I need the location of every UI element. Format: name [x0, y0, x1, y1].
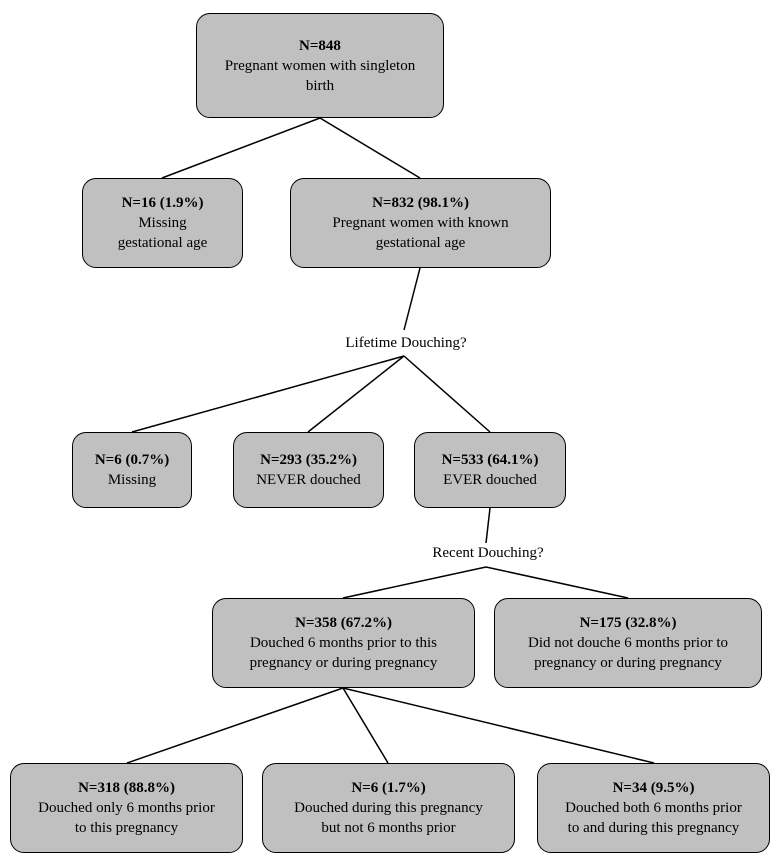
lifetime-missing-label: Missing: [107, 472, 157, 488]
recent-no-line-1: Did not douche 6 months prior to: [528, 635, 728, 651]
ever-douched-label: EVER douched: [443, 472, 537, 488]
ever-douched-count: N=533 (64.1%): [441, 452, 539, 468]
missing-ga-box: N=16 (1.9%) Missing gestational age: [82, 178, 243, 268]
known-ga-count: N=832 (98.1%): [372, 195, 469, 211]
douched-during-only-count: N=6 (1.7%): [351, 780, 426, 796]
edge-yes-during: [342, 687, 389, 764]
douched-during-only-line-2: but not 6 months prior: [321, 820, 456, 836]
douched-prior-only-box: N=318 (88.8%) Douched only 6 months prio…: [10, 763, 243, 853]
recent-yes-line-1: Douched 6 months prior to this: [249, 635, 438, 651]
lifetime-missing-count: N=6 (0.7%): [94, 452, 170, 468]
ever-douched-box: N=533 (64.1%) EVER douched: [414, 432, 566, 508]
root-box: N=848 Pregnant women with singleton birt…: [196, 13, 444, 118]
douched-both-box: N=34 (9.5%) Douched both 6 months prior …: [537, 763, 770, 853]
douched-both-line-1: Douched both 6 months prior: [565, 800, 742, 816]
edge-question-ever: [403, 355, 491, 433]
edge-recent-no: [485, 566, 629, 599]
lifetime-douching-question: Lifetime Douching?: [330, 333, 482, 353]
edge-yes-both: [342, 687, 655, 764]
recent-douching-question: Recent Douching?: [418, 543, 558, 563]
known-ga-line-2: gestational age: [375, 235, 466, 251]
edge-question-missing: [131, 355, 405, 433]
douched-both-count: N=34 (9.5%): [612, 780, 695, 796]
edge-root-missing-ga: [161, 117, 321, 179]
edge-question-never: [307, 355, 405, 433]
recent-no-box: N=175 (32.8%) Did not douche 6 months pr…: [494, 598, 762, 688]
never-douched-label: NEVER douched: [256, 472, 361, 488]
recent-yes-box: N=358 (67.2%) Douched 6 months prior to …: [212, 598, 475, 688]
douched-prior-only-count: N=318 (88.8%): [78, 780, 175, 796]
root-count: N=848: [299, 37, 341, 54]
douched-both-line-2: to and during this pregnancy: [567, 820, 740, 836]
edge-recent-yes: [342, 566, 487, 599]
edge-ever-recent: [485, 507, 491, 544]
missing-ga-line-2: gestational age: [117, 235, 208, 251]
missing-ga-line-1: Missing: [138, 215, 187, 231]
edge-known-ga-question: [403, 267, 421, 331]
root-line-1: Pregnant women with singleton: [224, 57, 416, 74]
recent-no-line-2: pregnancy or during pregnancy: [534, 655, 722, 671]
lifetime-missing-box: N=6 (0.7%) Missing: [72, 432, 192, 508]
missing-ga-count: N=16 (1.9%): [121, 195, 204, 211]
recent-yes-line-2: pregnancy or during pregnancy: [249, 655, 438, 671]
edge-yes-prior: [126, 687, 344, 764]
edge-root-known-ga: [319, 117, 421, 179]
douched-prior-only-line-1: Douched only 6 months prior: [38, 800, 215, 816]
root-line-2: birth: [305, 77, 335, 94]
known-ga-line-1: Pregnant women with known: [332, 215, 509, 231]
recent-yes-count: N=358 (67.2%): [295, 615, 392, 631]
never-douched-count: N=293 (35.2%): [260, 452, 357, 468]
douched-during-only-line-1: Douched during this pregnancy: [294, 800, 483, 816]
known-ga-box: N=832 (98.1%) Pregnant women with known …: [290, 178, 551, 268]
douched-during-only-box: N=6 (1.7%) Douched during this pregnancy…: [262, 763, 515, 853]
douched-prior-only-line-2: to this pregnancy: [74, 820, 179, 836]
recent-no-count: N=175 (32.8%): [579, 615, 677, 631]
never-douched-box: N=293 (35.2%) NEVER douched: [233, 432, 384, 508]
